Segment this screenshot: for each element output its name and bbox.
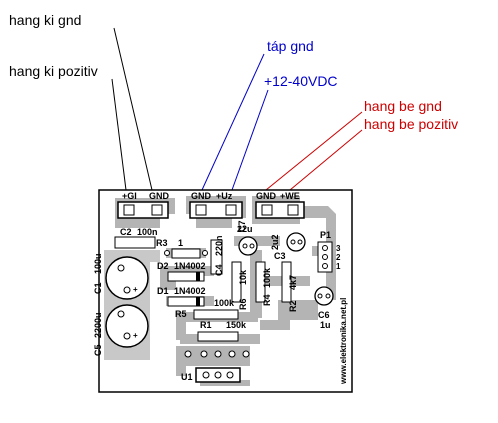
- r6-label: R6: [238, 298, 248, 310]
- r5-value: 100k: [214, 298, 235, 308]
- c4-body: [210, 239, 223, 275]
- c5-body: [105, 304, 149, 348]
- d2-body: [167, 271, 205, 282]
- leader-out-gnd: [113, 27, 153, 191]
- conn-label-out-gnd: GND: [149, 191, 170, 201]
- c1-body: [105, 256, 149, 300]
- conn-label-in-gnd: GND: [256, 191, 277, 201]
- c7-pad-b: [249, 243, 255, 249]
- c7-pad-a: [242, 243, 248, 249]
- c5-pad-b: [123, 332, 131, 340]
- d1-value: 1N4002: [174, 286, 206, 296]
- board-watermark: www.elektronika.net.pl: [339, 298, 348, 385]
- p1-pin-3-label: 3: [336, 244, 341, 253]
- c5-value: 2200u: [93, 312, 103, 338]
- p1-pin-1: [322, 263, 328, 269]
- leader-supply-pos: [231, 89, 269, 191]
- c6-label: C6: [318, 310, 330, 320]
- c3-value: 2u2: [270, 234, 280, 250]
- r6-body: [231, 261, 242, 303]
- leader-in-pos: [289, 129, 363, 191]
- c2-label: C2: [120, 227, 132, 237]
- c6-body: [314, 286, 334, 306]
- c4-value: 220n: [214, 235, 224, 256]
- c2-value: 100n: [137, 227, 158, 237]
- leader-in-gnd: [265, 111, 363, 191]
- connector-power: [189, 201, 243, 219]
- u1-label: U1: [181, 372, 193, 382]
- u1-pin-2: [214, 371, 222, 379]
- r2-label: R2: [288, 300, 298, 312]
- d2-band: [196, 272, 200, 281]
- d2-value: 1N4002: [174, 261, 206, 271]
- conn-label-pwr-gnd: GND: [191, 191, 212, 201]
- p1-pin-1-label: 1: [336, 262, 341, 271]
- d1-label: D1: [157, 286, 169, 296]
- c5-pad-a: [117, 310, 125, 318]
- c5-label: C5: [93, 344, 103, 356]
- c3-label: C3: [274, 251, 286, 261]
- r4-value: 100k: [262, 267, 272, 288]
- c3-pad-b: [297, 239, 303, 245]
- p1-pin-2-label: 2: [336, 253, 341, 262]
- c6-pad-b: [325, 293, 331, 299]
- c1-label: C1: [93, 282, 103, 294]
- c7-value: 22u: [237, 224, 253, 234]
- r3-pad-b: [202, 250, 208, 256]
- r2-value: 4k7: [288, 275, 298, 290]
- p1-pin-3: [322, 245, 328, 251]
- c2-body: [114, 236, 156, 249]
- r3-value: 1: [178, 238, 183, 248]
- c1-pad-a: [117, 264, 125, 272]
- leader-out-pos: [111, 78, 127, 191]
- r1-body: [197, 331, 239, 342]
- conn-label-pwr-pos: +Uz: [216, 191, 233, 201]
- r5-body: [193, 309, 239, 320]
- c7-label: C7: [237, 220, 247, 232]
- r5-label: R5: [175, 309, 187, 319]
- r1-label: R1: [200, 320, 212, 330]
- c7-body: [238, 236, 258, 256]
- c4-label: C4: [214, 264, 224, 276]
- leader-supply-gnd: [201, 53, 265, 191]
- connector-input: [255, 201, 305, 219]
- d2-label: D2: [157, 261, 169, 271]
- c3-pad-a: [290, 239, 296, 245]
- r6-value: 10k: [238, 269, 248, 285]
- r3-label: R3: [156, 238, 168, 248]
- c6-pad-a: [317, 293, 323, 299]
- conn-label-out-pos: +GI: [122, 191, 137, 201]
- c6-value: 1u: [320, 320, 331, 330]
- label-supply-pos: +12-40VDC: [264, 73, 338, 89]
- connector-out: [117, 201, 169, 219]
- r4-label: R4: [262, 294, 272, 306]
- label-in-gnd: hang be gnd: [364, 98, 442, 114]
- u1-pin-3: [226, 371, 234, 379]
- r2-body: [281, 261, 292, 303]
- label-out-gnd: hang ki gnd: [9, 12, 82, 28]
- label-out-pos: hang ki pozitiv: [9, 63, 98, 79]
- d1-body: [167, 296, 205, 307]
- ic-pads: [184, 350, 250, 358]
- c1-pad-b: [123, 286, 131, 294]
- label-in-pos: hang be pozitiv: [364, 116, 459, 132]
- r3-body: [171, 248, 201, 259]
- conn-label-in-pos: +WE: [280, 191, 300, 201]
- c1-value: 100u: [93, 253, 103, 274]
- u1-pin-1: [202, 371, 210, 379]
- r3-pad-a: [164, 250, 170, 256]
- c3-body: [286, 232, 306, 252]
- c5-plus: +: [133, 331, 138, 340]
- r4-body: [255, 261, 266, 303]
- p1-label: P1: [320, 230, 331, 240]
- d1-band: [196, 297, 200, 306]
- label-supply-gnd: táp gnd: [267, 38, 314, 54]
- p1-pin-2: [322, 254, 328, 260]
- c1-plus: +: [133, 285, 138, 294]
- r1-value: 150k: [226, 320, 247, 330]
